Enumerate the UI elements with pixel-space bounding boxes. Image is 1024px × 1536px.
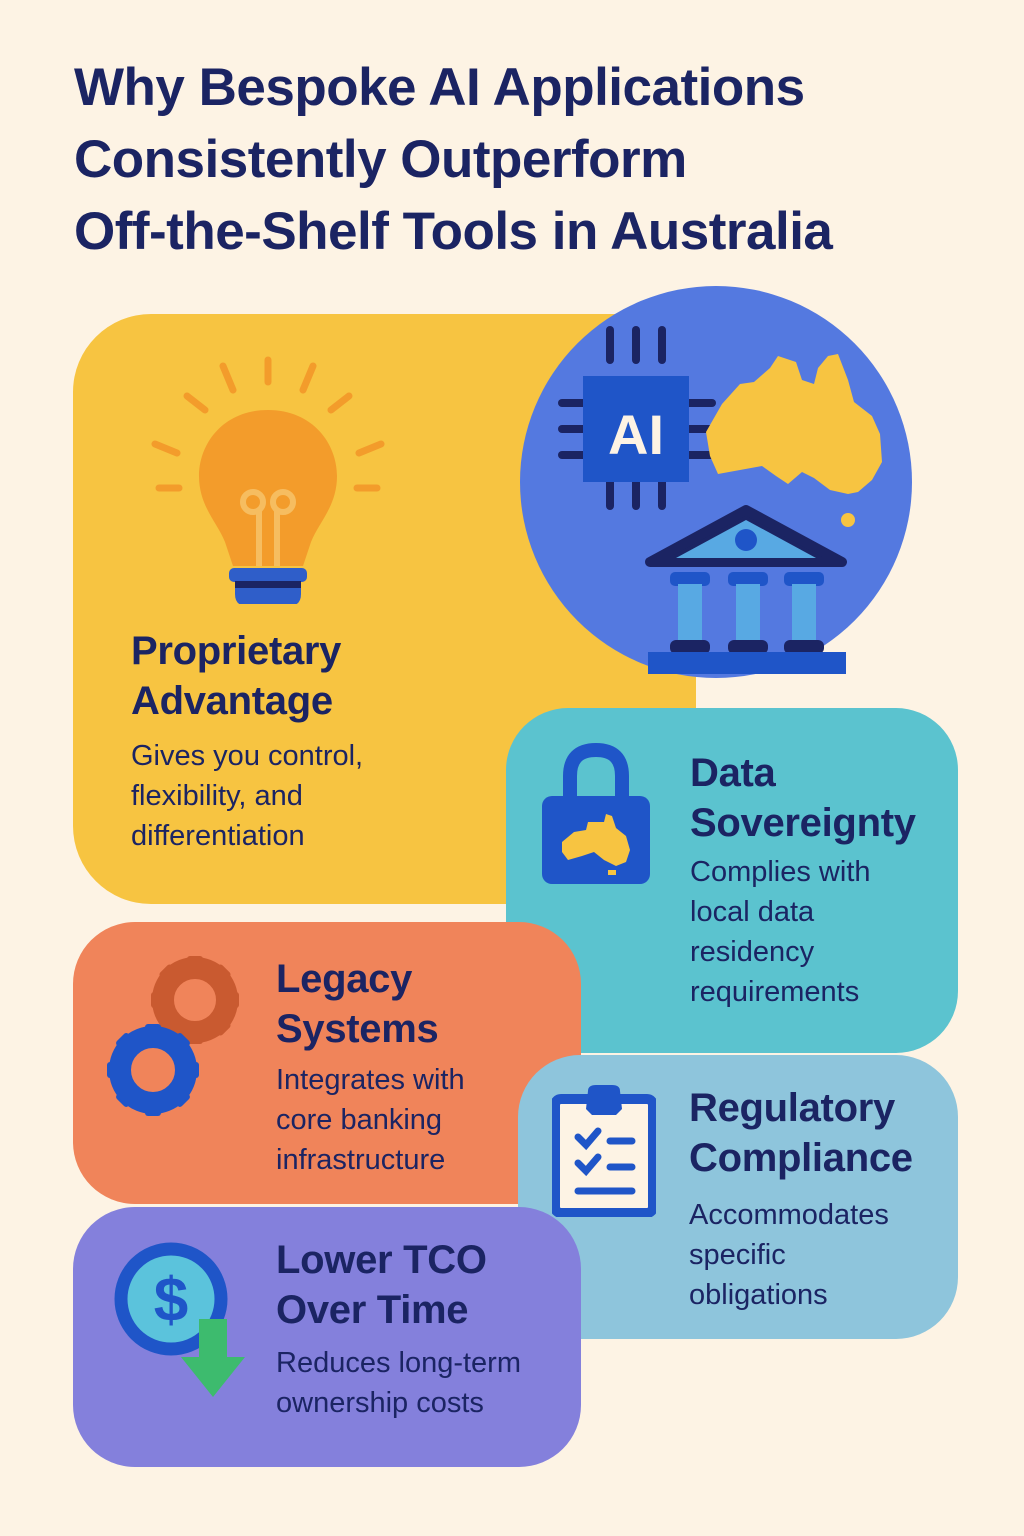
- card-desc-line: Accommodates: [689, 1199, 889, 1231]
- card-title-line: Lower TCO: [276, 1238, 487, 1282]
- card-title-line: Legacy: [276, 957, 413, 1001]
- card-text: Proprietary Advantage Gives you control,…: [131, 626, 363, 856]
- card-title: Data Sovereignty: [690, 748, 916, 848]
- card-text: Lower TCO Over Time Reduces long-term ow…: [276, 1235, 521, 1423]
- bank-building-icon: [645, 505, 847, 674]
- card-regulatory-compliance: Regulatory Compliance Accommodates speci…: [518, 1055, 958, 1339]
- card-desc-line: local data: [690, 896, 815, 928]
- dollar-down-arrow-icon: $: [114, 1242, 245, 1397]
- card-desc-line: specific: [689, 1239, 786, 1271]
- card-description: Reduces long-term ownership costs: [276, 1343, 521, 1423]
- card-title: Legacy Systems: [276, 954, 465, 1054]
- card-description: Integrates with core banking infrastruct…: [276, 1060, 465, 1180]
- card-desc-line: Gives you control,: [131, 740, 364, 772]
- clipboard-checklist-icon: [552, 1085, 656, 1217]
- card-desc-line: Integrates with: [276, 1064, 465, 1096]
- ai-chip-icon: AI: [558, 326, 716, 510]
- title-line-3: Off-the-Shelf Tools in Australia: [74, 202, 833, 261]
- card-desc-line: differentiation: [131, 820, 305, 852]
- card-title-line: Systems: [276, 1007, 439, 1051]
- card-desc-line: infrastructure: [276, 1144, 446, 1176]
- card-desc-line: ownership costs: [276, 1387, 484, 1419]
- card-title-line: Sovereignty: [690, 801, 916, 845]
- title-line-2: Consistently Outperform: [74, 130, 687, 189]
- card-description: Gives you control, flexibility, and diff…: [131, 736, 363, 856]
- card-desc-line: Reduces long-term: [276, 1347, 521, 1379]
- card-desc-line: residency: [690, 936, 815, 968]
- title-line-1: Why Bespoke AI Applications: [74, 58, 805, 117]
- card-text: Legacy Systems Integrates with core bank…: [276, 954, 465, 1180]
- card-title-line: Over Time: [276, 1288, 469, 1332]
- card-description: Accommodates specific obligations: [689, 1195, 913, 1315]
- card-description: Complies with local data residency requi…: [690, 852, 916, 1012]
- card-data-sovereignty: Data Sovereignty Complies with local dat…: [506, 708, 958, 1053]
- card-title: Proprietary Advantage: [131, 626, 363, 726]
- card-title-line: Data: [690, 751, 776, 795]
- card-desc-line: obligations: [689, 1279, 828, 1311]
- card-text: Data Sovereignty Complies with local dat…: [690, 748, 916, 1012]
- card-desc-line: requirements: [690, 976, 860, 1008]
- card-text: Regulatory Compliance Accommodates speci…: [689, 1083, 913, 1315]
- page-title: Why Bespoke AI Applications Consistently…: [74, 52, 974, 268]
- card-title-line: Advantage: [131, 679, 333, 723]
- lightbulb-icon: [151, 356, 385, 604]
- gears-icon: [107, 956, 239, 1116]
- card-title-line: Regulatory: [689, 1086, 895, 1130]
- card-title-line: Proprietary: [131, 629, 342, 673]
- card-legacy-systems: Legacy Systems Integrates with core bank…: [73, 922, 581, 1204]
- card-lower-tco: $ Lower TCO Over Time Reduces long-term …: [73, 1207, 581, 1467]
- card-title: Lower TCO Over Time: [276, 1235, 521, 1335]
- card-title: Regulatory Compliance: [689, 1083, 913, 1183]
- svg-text:$: $: [154, 1266, 188, 1335]
- card-desc-line: core banking: [276, 1104, 443, 1136]
- card-desc-line: flexibility, and: [131, 780, 303, 812]
- padlock-australia-icon: [542, 742, 650, 884]
- hero-illustration: AI: [520, 286, 912, 678]
- svg-text:AI: AI: [608, 403, 664, 466]
- card-desc-line: Complies with: [690, 856, 871, 888]
- australia-map-icon: [706, 354, 882, 494]
- card-title-line: Compliance: [689, 1136, 913, 1180]
